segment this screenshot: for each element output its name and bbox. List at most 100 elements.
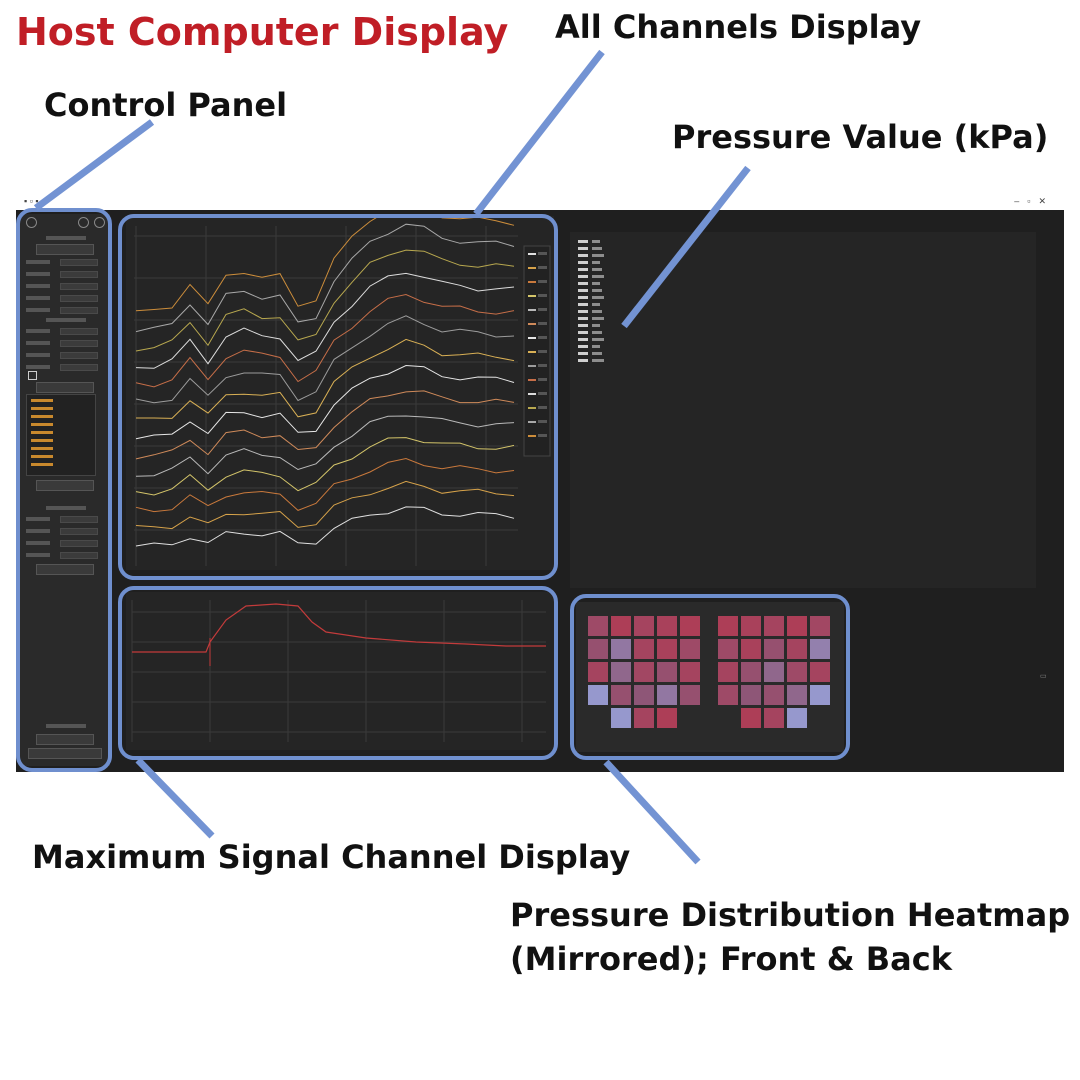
section-header [46, 318, 86, 322]
highlight-all-channels [118, 214, 558, 580]
section-header [46, 236, 86, 240]
heatmap-cell-front [611, 616, 631, 636]
pressure-heatmap [576, 602, 844, 752]
side-tab-icon[interactable]: ▭ [1040, 673, 1047, 680]
apply-button[interactable] [36, 382, 94, 393]
channel-list-item[interactable] [31, 423, 53, 426]
heatmap-cell-front [680, 662, 700, 682]
pressure-row-value [592, 352, 602, 355]
heatmap-cell-back [718, 685, 738, 705]
pressure-row-value [592, 303, 600, 306]
legend-label [538, 322, 547, 325]
label-all-channels-display: All Channels Display [555, 8, 922, 46]
pressure-row-value [592, 345, 600, 348]
setting-row[interactable] [26, 364, 102, 371]
window-title-icon: ▪ ▫ ▪ [24, 196, 39, 206]
channel-list-item[interactable] [31, 399, 53, 402]
pressure-row-value [592, 331, 602, 334]
channel-list-item[interactable] [31, 439, 53, 442]
heatmap-cell-front [680, 639, 700, 659]
setting-row[interactable] [26, 283, 102, 290]
setting-row[interactable] [26, 528, 102, 535]
legend-label [538, 378, 547, 381]
channel-trace [135, 197, 515, 312]
window-title-bar: ▪ ▫ ▪ –▫✕ [16, 196, 1064, 210]
channel-list-item[interactable] [31, 407, 53, 410]
setting-row[interactable] [26, 328, 102, 335]
pressure-row-label [578, 268, 588, 271]
channel-list[interactable] [26, 394, 96, 476]
setting-row[interactable] [26, 340, 102, 347]
setting-row[interactable] [26, 552, 102, 559]
option-checkbox[interactable] [28, 371, 37, 380]
setting-row[interactable] [26, 271, 102, 278]
pressure-row-label [578, 359, 588, 362]
pressure-row-label [578, 345, 588, 348]
heatmap-cell-back [741, 616, 761, 636]
channel-list-item[interactable] [31, 455, 53, 458]
section-header [46, 724, 86, 728]
channel-trace [135, 437, 515, 496]
heatmap-cell-front [657, 662, 677, 682]
heatmap-cell-back [741, 708, 761, 728]
heatmap-cell-back [718, 616, 738, 636]
heatmap-cell-back [718, 662, 738, 682]
heatmap-cell-front [634, 685, 654, 705]
connect-button[interactable] [36, 244, 94, 255]
channel-list-item[interactable] [31, 447, 53, 450]
setting-row[interactable] [26, 352, 102, 359]
window-controls-icon[interactable]: –▫✕ [1014, 196, 1054, 206]
heatmap-cell-back [810, 639, 830, 659]
channel-list-item[interactable] [31, 463, 53, 466]
pressure-row-value [592, 275, 604, 278]
record-button[interactable] [36, 734, 94, 745]
setting-row[interactable] [26, 307, 102, 314]
channel-list-item[interactable] [31, 415, 53, 418]
legend-label [538, 364, 547, 367]
heatmap-cell-front [657, 708, 677, 728]
heatmap-cell-front [588, 662, 608, 682]
heatmap-cell-front [634, 616, 654, 636]
pressure-row-value [592, 261, 600, 264]
pressure-row-label [578, 254, 588, 257]
heatmap-cell-front [680, 685, 700, 705]
heatmap-cell-front [657, 616, 677, 636]
pressure-row-value [592, 317, 604, 320]
channel-trace [135, 293, 515, 388]
heatmap-cell-front [588, 616, 608, 636]
heatmap-cell-back [787, 708, 807, 728]
heatmap-cell-front [634, 662, 654, 682]
channel-list-item[interactable] [31, 431, 53, 434]
pressure-row-label [578, 317, 588, 320]
save-button[interactable] [36, 564, 94, 575]
heatmap-cell-back [764, 708, 784, 728]
pressure-row-label [578, 261, 588, 264]
heatmap-cell-back [764, 662, 784, 682]
pressure-row-value [592, 359, 604, 362]
channel-trace [135, 315, 515, 404]
pressure-row-value [592, 324, 600, 327]
maximum-signal-chart [126, 592, 554, 750]
channel-trace [135, 457, 515, 513]
pressure-row-label [578, 310, 588, 313]
select-button[interactable] [36, 480, 94, 491]
highlight-max-signal [118, 586, 558, 760]
settings-icon[interactable] [78, 217, 89, 228]
channel-trace [135, 480, 515, 530]
heatmap-cell-front [611, 708, 631, 728]
heatmap-cell-back [741, 639, 761, 659]
export-button[interactable] [28, 748, 102, 759]
legend-label [538, 266, 547, 269]
label-control-panel: Control Panel [44, 86, 288, 124]
setting-row[interactable] [26, 259, 102, 266]
setting-row[interactable] [26, 516, 102, 523]
setting-row[interactable] [26, 295, 102, 302]
pointer-max-signal [135, 757, 215, 839]
setting-row[interactable] [26, 540, 102, 547]
pressure-value-list [578, 240, 604, 362]
pressure-row-label [578, 247, 588, 250]
pointer-control-panel [33, 119, 155, 211]
pressure-row-value [592, 338, 604, 341]
heatmap-cell-front [634, 708, 654, 728]
pressure-row-value [592, 247, 602, 250]
